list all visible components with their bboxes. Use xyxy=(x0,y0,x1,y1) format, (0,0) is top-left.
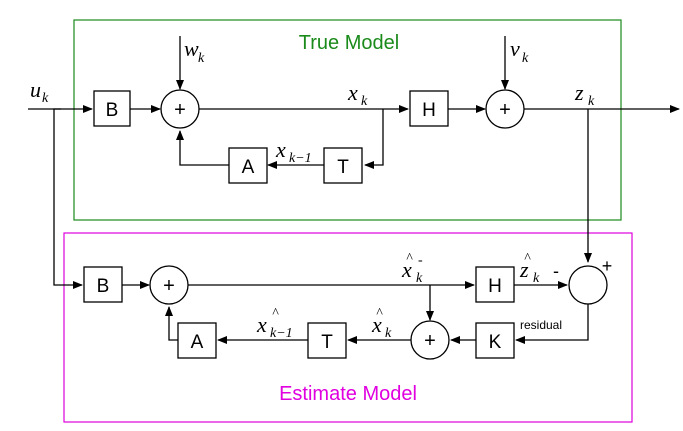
a-block-true xyxy=(228,147,268,184)
v-k-label: v k xyxy=(510,36,529,66)
svg-text:z: z xyxy=(519,257,529,282)
svg-text:x: x xyxy=(401,257,412,282)
residual-label: residual xyxy=(520,318,562,332)
svg-text:z: z xyxy=(574,80,584,105)
true-model-frame xyxy=(73,19,622,221)
h-block-true xyxy=(409,90,449,127)
a-block-true-label: A xyxy=(242,157,255,178)
svg-text:k: k xyxy=(416,271,423,286)
svg-text:-: - xyxy=(418,253,423,268)
svg-text:w: w xyxy=(184,36,199,61)
a-block-estimate-label: A xyxy=(191,332,204,353)
summer-true-2-sign: + xyxy=(499,99,511,121)
b-block-estimate-label: B xyxy=(97,276,110,297)
a-block-estimate xyxy=(177,322,217,359)
svg-text:k: k xyxy=(385,326,392,341)
svg-text:^: ^ xyxy=(376,306,383,321)
w-k-label: w k xyxy=(184,36,205,66)
svg-text:x: x xyxy=(347,80,358,105)
svg-text:k: k xyxy=(42,91,49,106)
k-block-label: K xyxy=(489,332,502,353)
svg-text:x: x xyxy=(256,312,267,337)
summer-estimate-1-sign: + xyxy=(163,275,175,297)
b-block-true-label: B xyxy=(106,100,119,121)
correction-summer-sign: + xyxy=(424,330,436,352)
residual-wire xyxy=(515,304,589,344)
u-k-label: u k xyxy=(30,77,49,106)
xhat-k-label: x ^ k xyxy=(371,306,392,341)
svg-text:x: x xyxy=(275,137,286,162)
true-model-title: True Model xyxy=(299,32,399,54)
z-k-label: z k xyxy=(574,80,595,109)
a-to-sum-wire xyxy=(176,130,229,166)
k-block xyxy=(475,322,515,359)
svg-text:k: k xyxy=(588,94,595,109)
estimate-model-frame xyxy=(63,232,633,423)
h-block-true-label: H xyxy=(422,100,436,121)
residual-minus-sign: - xyxy=(553,261,559,281)
xhat-k-minus-1-label: x ^ k−1 xyxy=(256,306,293,341)
svg-text:k: k xyxy=(533,271,540,286)
x-k-minus-1-label: x k−1 xyxy=(275,137,312,166)
svg-text:k−1: k−1 xyxy=(289,151,312,166)
svg-text:^: ^ xyxy=(272,306,279,321)
xhat-minus-k-label: x ^ k - xyxy=(401,251,423,286)
t-block-true-label: T xyxy=(337,157,349,178)
x-k-label: x k xyxy=(347,80,368,109)
svg-text:u: u xyxy=(30,77,41,102)
h-block-estimate xyxy=(475,266,515,303)
svg-text:^: ^ xyxy=(524,251,531,266)
residual-plus-sign: + xyxy=(602,256,613,276)
summer-true-1-sign: + xyxy=(174,99,186,121)
x-to-t-wire xyxy=(364,109,384,169)
h-block-estimate-label: H xyxy=(488,276,502,297)
svg-text:k: k xyxy=(361,94,368,109)
estimate-model-title: Estimate Model xyxy=(279,383,417,405)
u-to-estimate-wire xyxy=(53,108,83,289)
zhat-k-label: z ^ k xyxy=(519,251,540,286)
t-block-estimate-label: T xyxy=(321,332,333,353)
svg-text:v: v xyxy=(510,36,520,61)
b-block-estimate xyxy=(83,266,123,303)
svg-text:k: k xyxy=(198,51,205,66)
svg-text:k−1: k−1 xyxy=(270,326,293,341)
svg-text:x: x xyxy=(371,312,382,337)
t-block-true xyxy=(323,147,363,184)
svg-text:k: k xyxy=(522,51,529,66)
a-to-sum-estimate-wire xyxy=(165,306,178,341)
svg-text:^: ^ xyxy=(406,251,413,266)
b-block-true xyxy=(93,90,131,127)
